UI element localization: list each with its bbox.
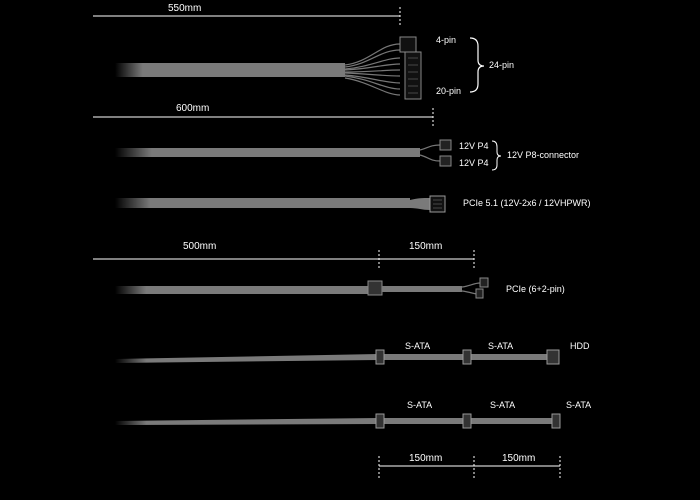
- dimension-label-150-bottom-left: 150mm: [409, 453, 443, 464]
- label-12v-p4-a: 12V P4: [459, 141, 489, 151]
- dimension-label-500: 500mm: [183, 241, 217, 252]
- label-24pin: 24-pin: [489, 60, 515, 70]
- dimension-label-600: 600mm: [176, 103, 210, 114]
- atx-cable: [115, 36, 422, 100]
- sata-connector-5: [551, 413, 561, 429]
- sata-connector-2: [462, 349, 472, 365]
- sata-connector-1: [375, 349, 385, 365]
- dimension-label-150-top: 150mm: [409, 241, 443, 252]
- sata-connector-4: [462, 413, 472, 429]
- dimension-500-150: [93, 250, 475, 270]
- hdd-connector: [546, 349, 560, 365]
- dimension-label-150-bottom-right: 150mm: [502, 453, 536, 464]
- p4-connector-b: [439, 155, 452, 167]
- sata-cable-1: [115, 349, 560, 365]
- pcie62-cable: [115, 277, 489, 299]
- label-pcie62: PCIe (6+2-pin): [506, 284, 565, 294]
- label-20pin: 20-pin: [436, 86, 462, 96]
- pcie62-2pin-connector: [475, 288, 484, 299]
- label-sata-2: S-ATA: [488, 341, 514, 351]
- atx-4pin-connector: [399, 36, 417, 53]
- dimension-550: [93, 7, 401, 25]
- label-sata-1: S-ATA: [405, 341, 431, 351]
- atx-20pin-connector: [404, 51, 422, 100]
- brace-p8: [491, 140, 502, 171]
- eps-cable: [115, 139, 452, 167]
- pcie62-mid-connector: [367, 280, 383, 296]
- label-pcie51: PCIe 5.1 (12V-2x6 / 12VHPWR): [463, 198, 591, 208]
- label-sata-5: S-ATA: [566, 400, 592, 410]
- label-sata-4: S-ATA: [490, 400, 516, 410]
- label-sata-3: S-ATA: [407, 400, 433, 410]
- sata-cable-2: [115, 413, 561, 429]
- pcie51-cable: [115, 195, 446, 213]
- label-hdd: HDD: [570, 341, 590, 351]
- label-12v-p4-b: 12V P4: [459, 158, 489, 168]
- brace-24pin: [469, 37, 485, 93]
- sata-connector-3: [375, 413, 385, 429]
- label-12v-p8: 12V P8-connector: [507, 150, 580, 160]
- dimension-label-550: 550mm: [168, 3, 202, 14]
- dimension-150-150: [378, 456, 561, 478]
- pcie62-6pin-connector: [479, 277, 489, 288]
- dimension-600: [93, 108, 434, 127]
- label-4pin: 4-pin: [436, 35, 457, 45]
- p4-connector-a: [439, 139, 452, 151]
